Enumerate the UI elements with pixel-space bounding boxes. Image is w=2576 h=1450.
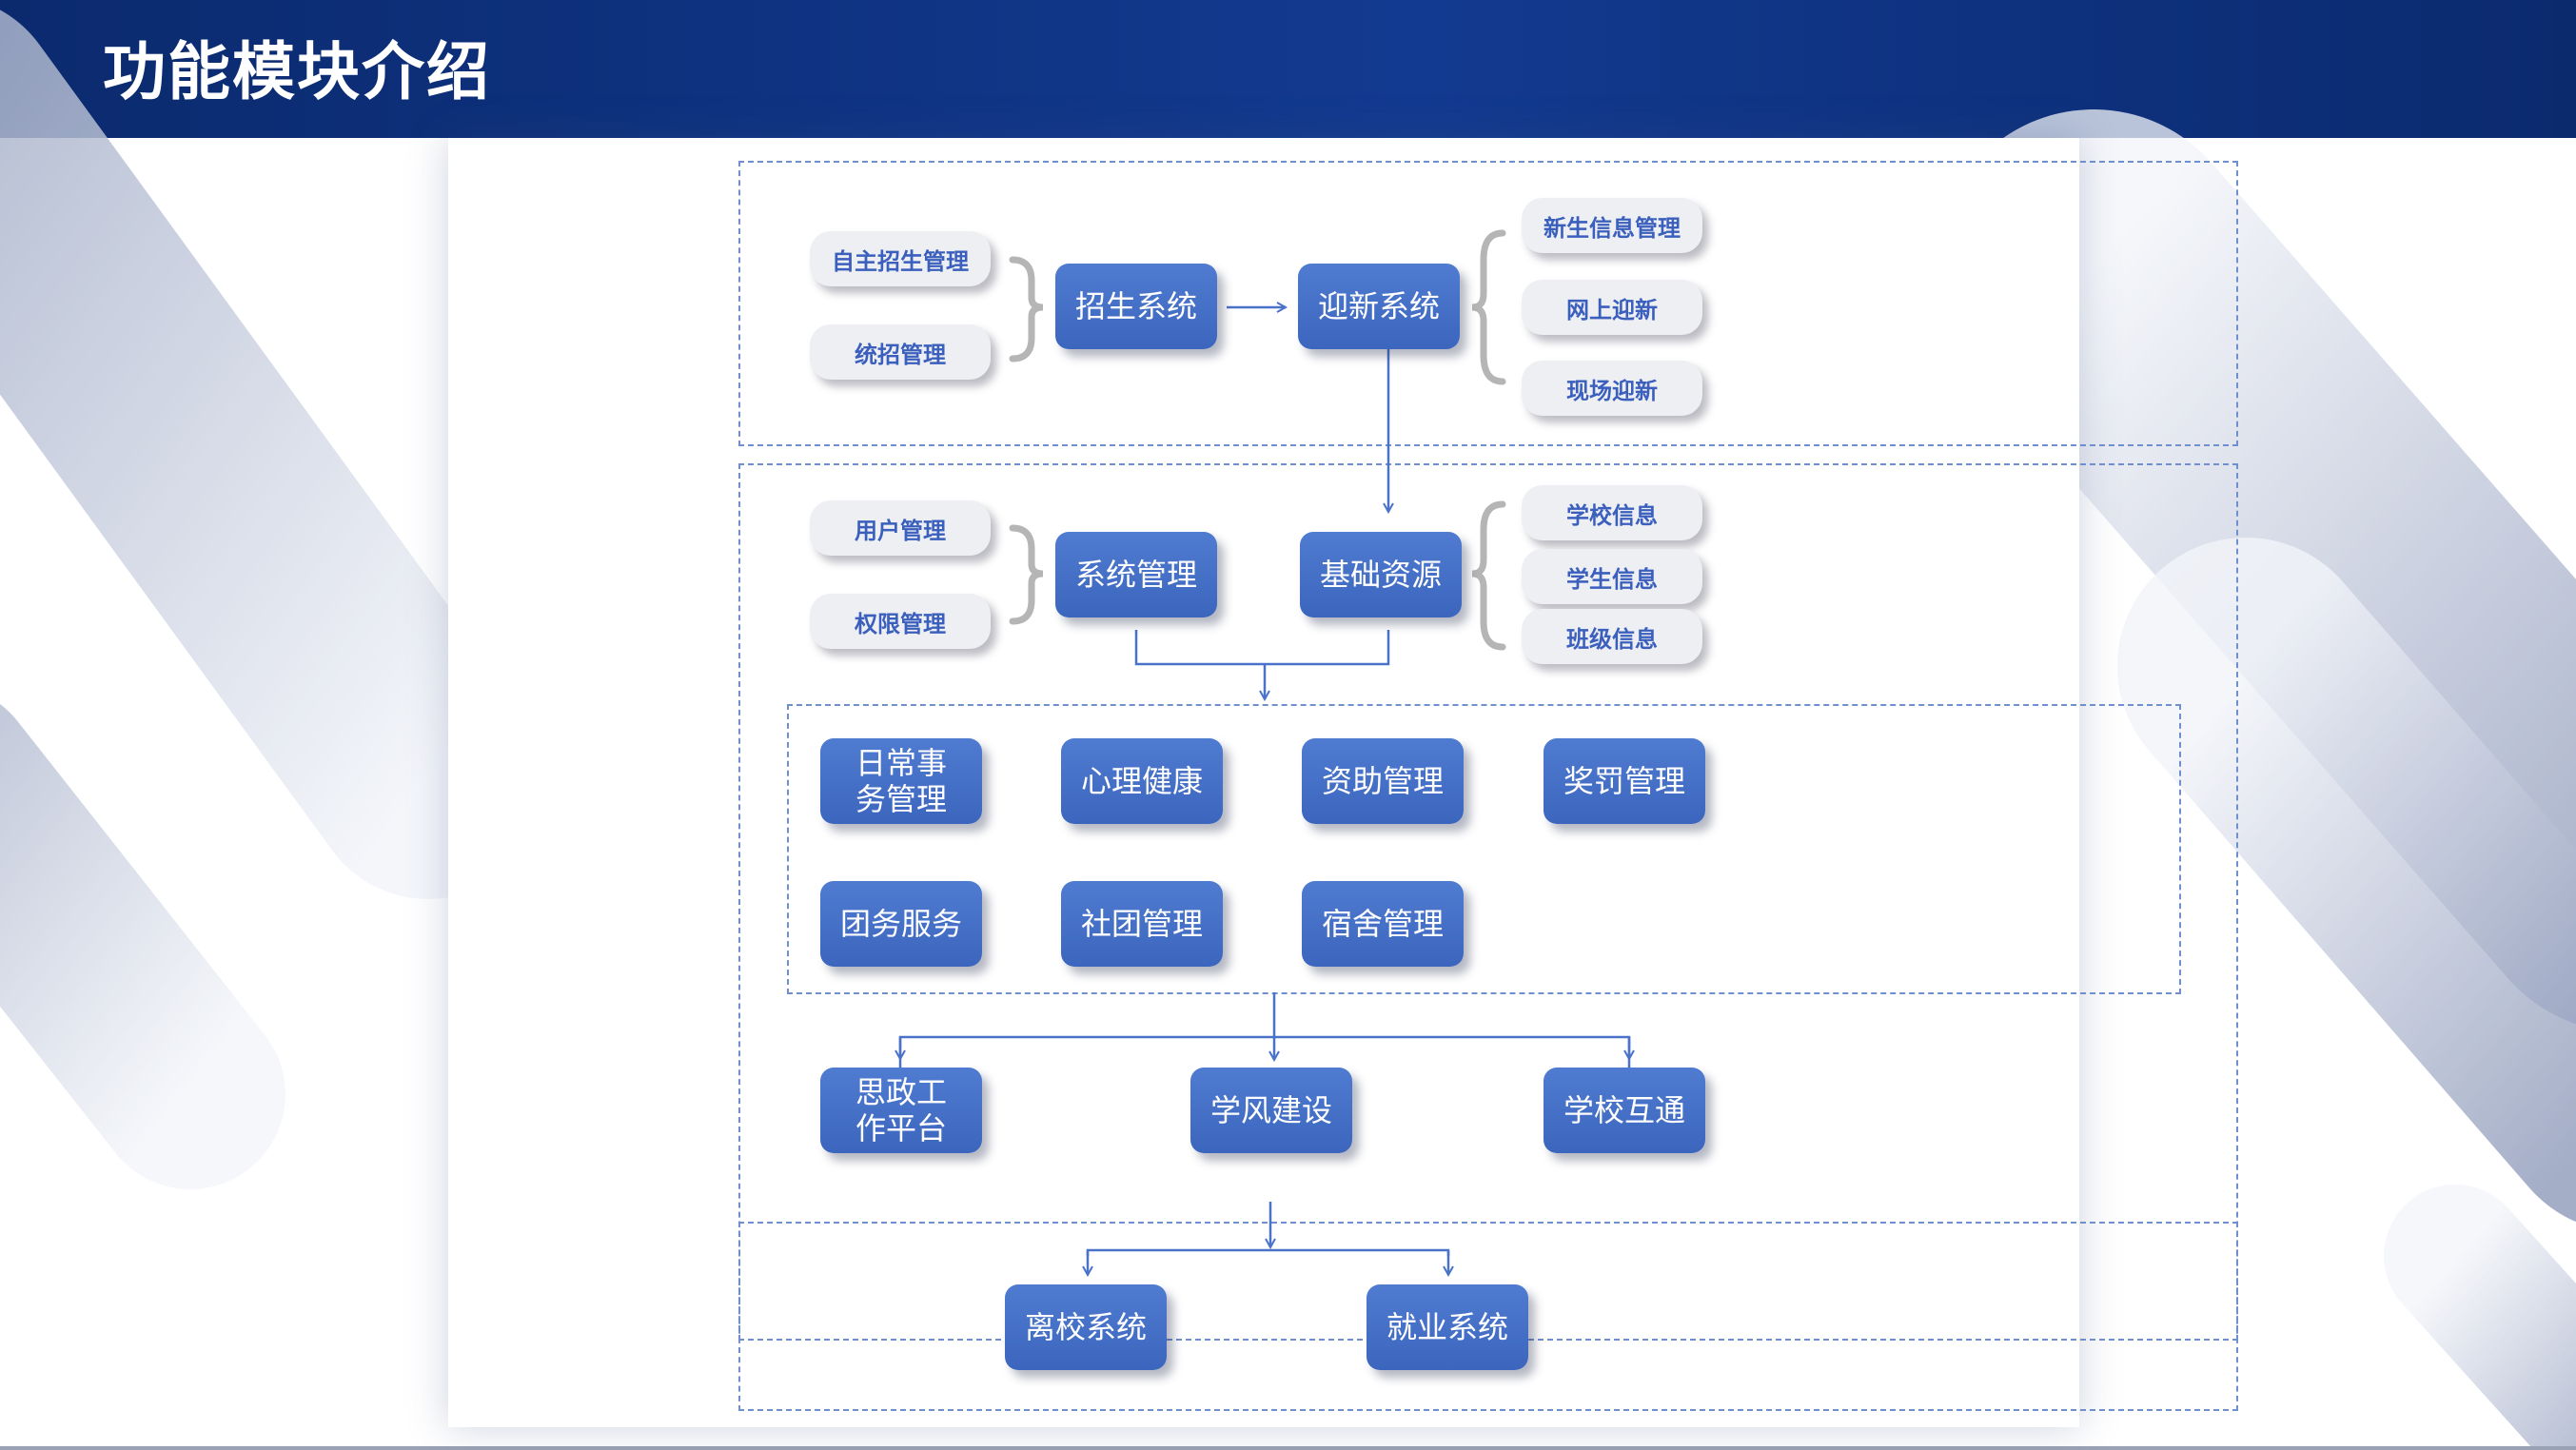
leaf-user-management: 用户管理: [810, 500, 991, 556]
page-title: 功能模块介绍: [103, 35, 491, 108]
group-modules: [787, 704, 2181, 994]
node-school-interconnect[interactable]: 学校互通: [1544, 1068, 1705, 1153]
node-club-management[interactable]: 社团管理: [1061, 881, 1223, 967]
header-bar: [0, 0, 2576, 138]
node-welcome-system[interactable]: 迎新系统: [1298, 264, 1460, 349]
bottom-rule: [0, 1446, 2576, 1450]
leaf-unified-enrollment: 统招管理: [810, 324, 991, 380]
node-dorm-management[interactable]: 宿舍管理: [1302, 881, 1464, 967]
node-daily-affairs[interactable]: 日常事务管理: [820, 738, 982, 824]
leaf-class-info: 班级信息: [1522, 609, 1702, 664]
node-base-resources[interactable]: 基础资源: [1300, 532, 1462, 617]
connector-lines: [448, 229, 2079, 1427]
node-enrollment-system[interactable]: 招生系统: [1055, 264, 1217, 349]
leaf-student-info: 学生信息: [1522, 549, 1702, 604]
leaf-school-info: 学校信息: [1522, 485, 1702, 540]
diagram-canvas: 自主招生管理 统招管理 招生系统 迎新系统 新生信息管理 网上迎新 现场迎新 用…: [448, 138, 2238, 1427]
leaf-independent-enrollment: 自主招生管理: [810, 231, 991, 286]
leaf-onsite-welcome: 现场迎新: [1522, 361, 1702, 416]
group-enrollment: [738, 161, 2238, 446]
leaf-freshman-info: 新生信息管理: [1522, 198, 1702, 253]
leaf-permission-management: 权限管理: [810, 594, 991, 649]
node-leaving-system[interactable]: 离校系统: [1005, 1284, 1167, 1370]
node-rewards-penalties[interactable]: 奖罚管理: [1544, 738, 1705, 824]
node-league-service[interactable]: 团务服务: [820, 881, 982, 967]
node-mental-health[interactable]: 心理健康: [1061, 738, 1223, 824]
node-ideology-platform[interactable]: 思政工作平台: [820, 1068, 982, 1153]
node-system-admin[interactable]: 系统管理: [1055, 532, 1217, 617]
group-exit: [738, 1222, 2238, 1411]
leaf-online-welcome: 网上迎新: [1522, 280, 1702, 335]
node-financial-aid[interactable]: 资助管理: [1302, 738, 1464, 824]
node-employment-system[interactable]: 就业系统: [1367, 1284, 1528, 1370]
node-study-style[interactable]: 学风建设: [1190, 1068, 1352, 1153]
